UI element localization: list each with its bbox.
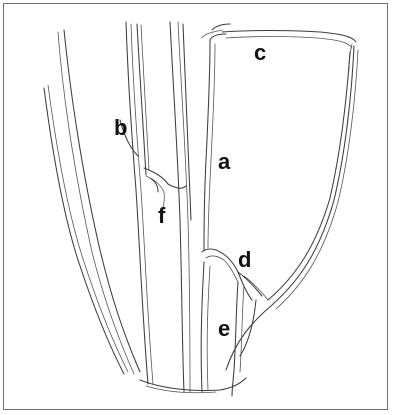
vessel-c — [212, 24, 356, 70]
apex-bottom — [140, 378, 246, 393]
label-c: c — [254, 42, 266, 64]
label-d: d — [238, 249, 251, 271]
label-a: a — [218, 151, 230, 173]
right-outer-vessel — [226, 46, 358, 370]
vessel-d — [202, 249, 268, 300]
vessel-f — [144, 22, 191, 392]
label-b: b — [114, 117, 127, 139]
label-e: e — [218, 318, 230, 340]
vessel-b — [120, 22, 153, 384]
vessel-a — [202, 30, 226, 250]
label-f: f — [158, 205, 165, 227]
left-outer-vessel — [44, 30, 140, 374]
